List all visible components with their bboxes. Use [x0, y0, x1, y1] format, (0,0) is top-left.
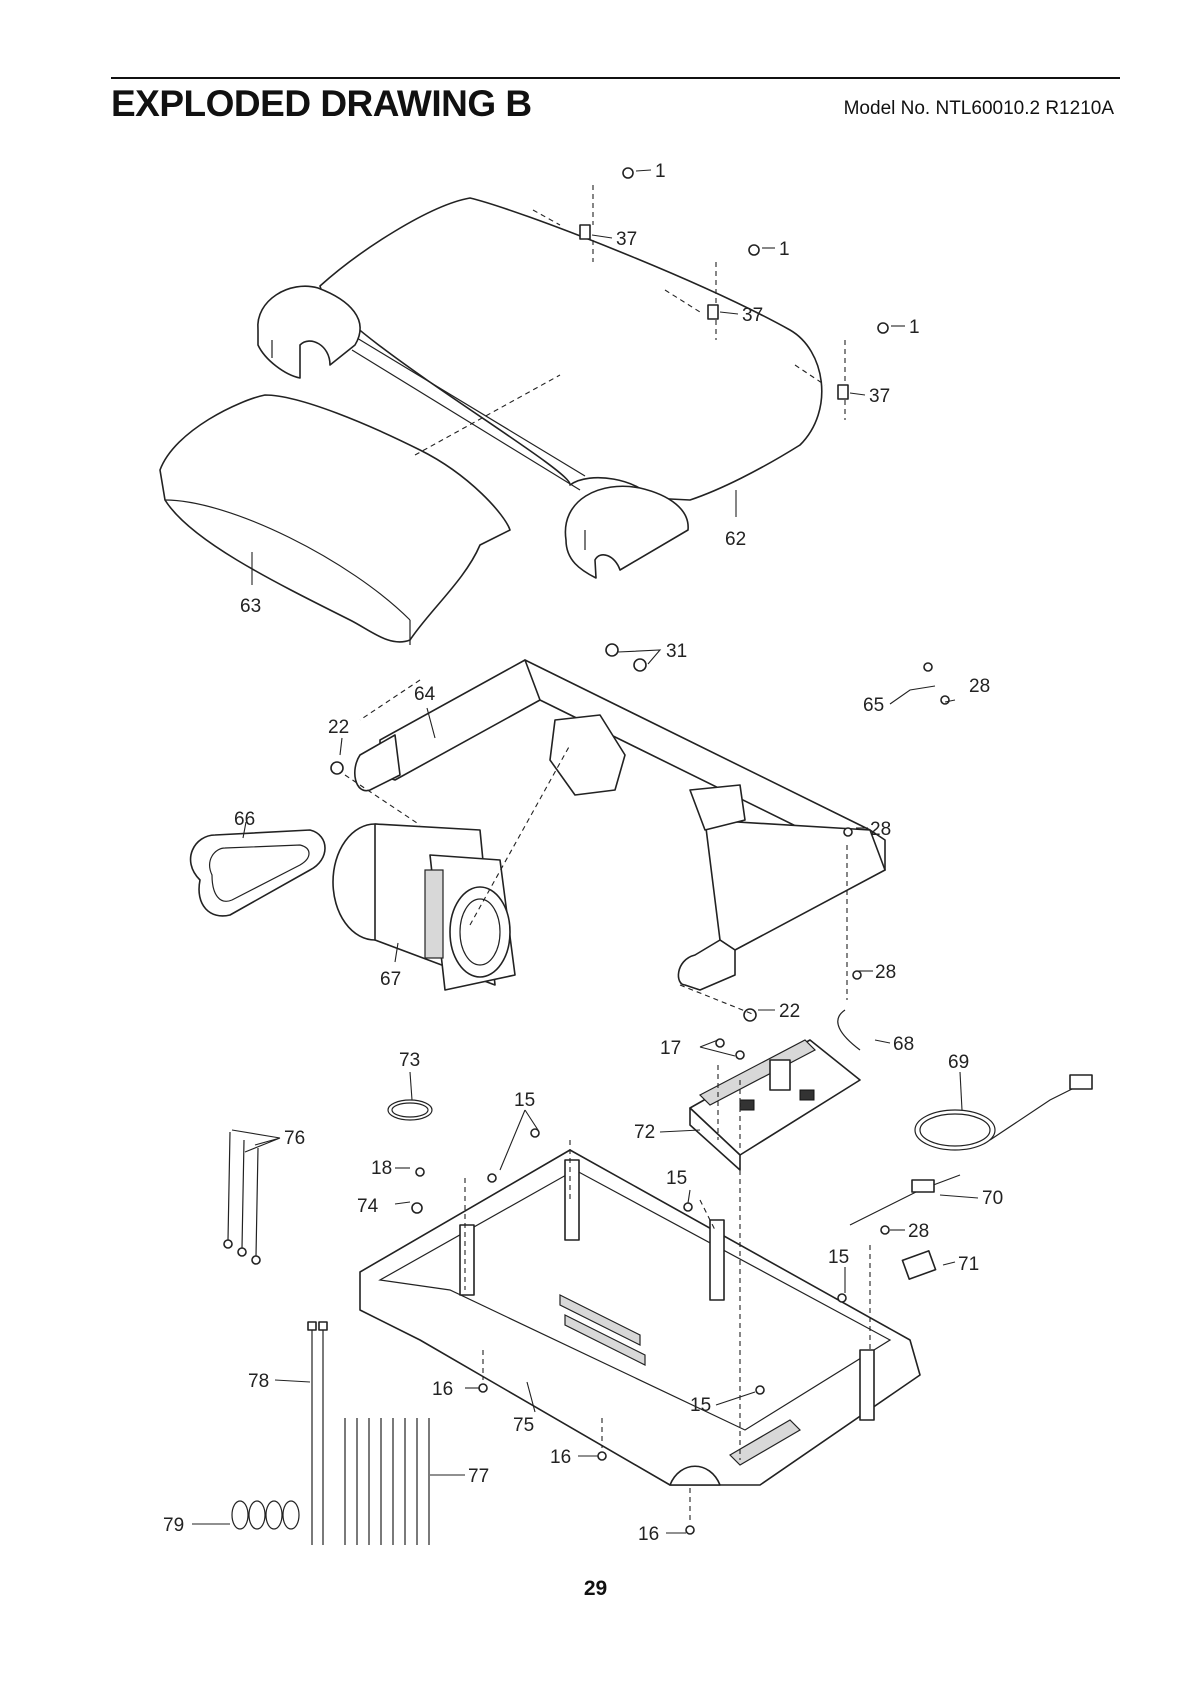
page-number: 29 — [0, 1577, 1191, 1601]
callout-15: 15 — [666, 1168, 687, 1189]
switch-part-71 — [902, 1251, 935, 1279]
power-cord-part-69 — [915, 1075, 1092, 1150]
callout-31: 31 — [666, 641, 687, 662]
callout-69: 69 — [948, 1052, 969, 1073]
callout-1: 1 — [779, 239, 790, 260]
callout-71: 71 — [958, 1254, 979, 1275]
controller-part-72 — [690, 1040, 860, 1170]
callout-28: 28 — [969, 676, 990, 697]
callout-22: 22 — [328, 717, 349, 738]
callout-70: 70 — [982, 1188, 1003, 1209]
callout-78: 78 — [248, 1371, 269, 1392]
callout-37: 37 — [742, 305, 763, 326]
callout-16: 16 — [638, 1524, 659, 1545]
callout-1: 1 — [909, 317, 920, 338]
base-part-75 — [360, 1150, 920, 1485]
callout-28: 28 — [875, 962, 896, 983]
callout-15: 15 — [690, 1395, 711, 1416]
callout-15: 15 — [828, 1247, 849, 1268]
callout-16: 16 — [432, 1379, 453, 1400]
callout-79: 79 — [163, 1515, 184, 1536]
callout-22: 22 — [779, 1001, 800, 1022]
callout-37: 37 — [616, 229, 637, 250]
cord-part-73 — [388, 1100, 432, 1120]
cord-part-70 — [850, 1175, 960, 1225]
callout-64: 64 — [414, 684, 436, 705]
callout-28: 28 — [908, 1221, 929, 1242]
callout-37: 37 — [869, 386, 890, 407]
callout-74: 74 — [357, 1196, 379, 1217]
motor-part-67 — [333, 824, 515, 990]
cover-part-63 — [160, 395, 510, 645]
callout-67: 67 — [380, 969, 401, 990]
tie-part-77 — [345, 1418, 429, 1545]
callout-68: 68 — [893, 1034, 914, 1055]
callout-17: 17 — [660, 1038, 681, 1059]
callout-1: 1 — [655, 161, 666, 182]
tie-part-76 — [224, 1132, 260, 1264]
callout-73: 73 — [399, 1050, 420, 1071]
callout-28: 28 — [870, 819, 891, 840]
callout-15: 15 — [514, 1090, 535, 1111]
callout-18: 18 — [371, 1158, 392, 1179]
belt-part-66 — [191, 830, 325, 916]
wire-part-68 — [838, 1010, 860, 1050]
clip-part-79 — [232, 1501, 299, 1529]
tie-part-78 — [308, 1322, 327, 1545]
callout-72: 72 — [634, 1122, 655, 1143]
callout-16: 16 — [550, 1447, 571, 1468]
callout-75: 75 — [513, 1415, 534, 1436]
callout-65: 65 — [863, 695, 884, 716]
callout-66: 66 — [234, 809, 255, 830]
callout-62: 62 — [725, 529, 746, 550]
callout-76: 76 — [284, 1128, 305, 1149]
callout-77: 77 — [468, 1466, 489, 1487]
callout-63: 63 — [240, 596, 261, 617]
